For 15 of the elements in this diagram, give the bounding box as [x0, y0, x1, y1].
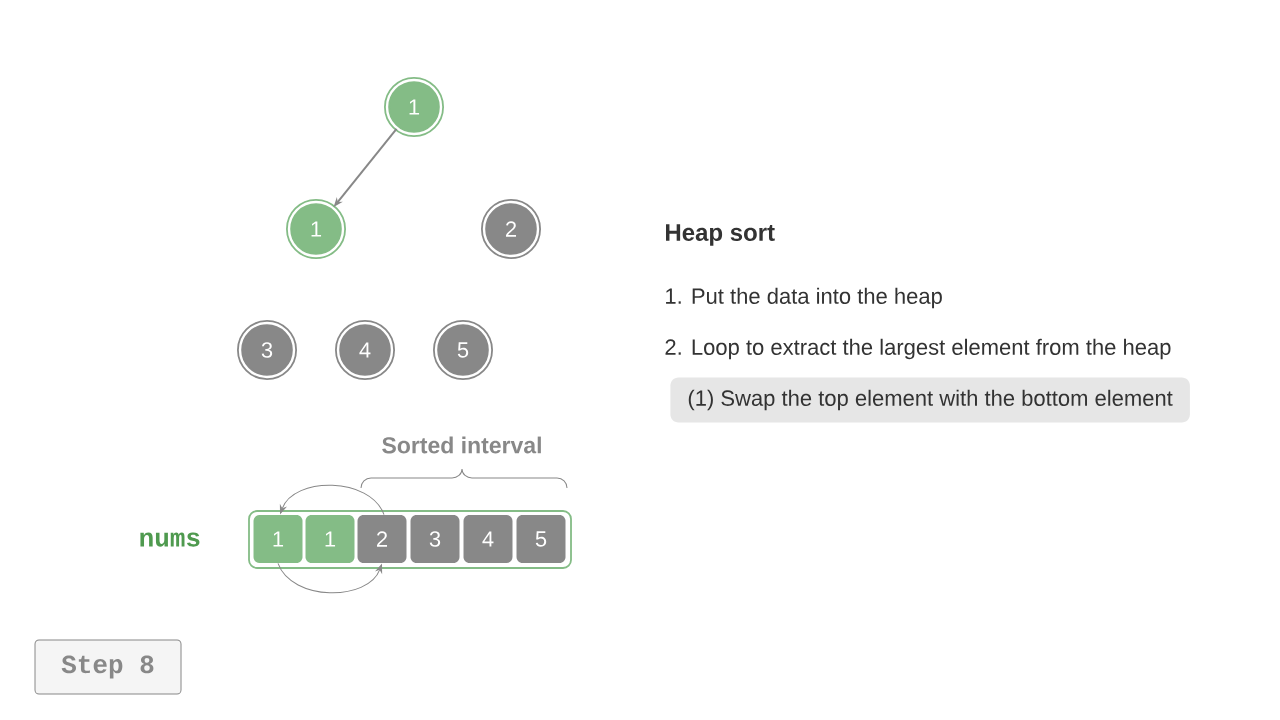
arrow — [277, 562, 383, 594]
highlighted-step-box: (1) Swap the top element with the bottom element — [670, 377, 1190, 423]
array-frame — [248, 510, 572, 569]
step-text: 1. Put the data into the heap — [666, 287, 942, 309]
array-cell: 1 — [253, 515, 303, 563]
step-box: Step 8 — [34, 639, 182, 695]
array-cell: 5 — [516, 515, 566, 563]
array-name: nums — [140, 532, 200, 547]
array-cell: 1 — [305, 515, 355, 563]
arrow — [279, 484, 385, 516]
bracket-label: Sorted interval — [382, 436, 541, 454]
array-cell: 3 — [410, 515, 460, 563]
array-cell: 2 — [357, 515, 407, 563]
array-cell: 4 — [463, 515, 513, 563]
title: Heap sort — [666, 224, 775, 246]
